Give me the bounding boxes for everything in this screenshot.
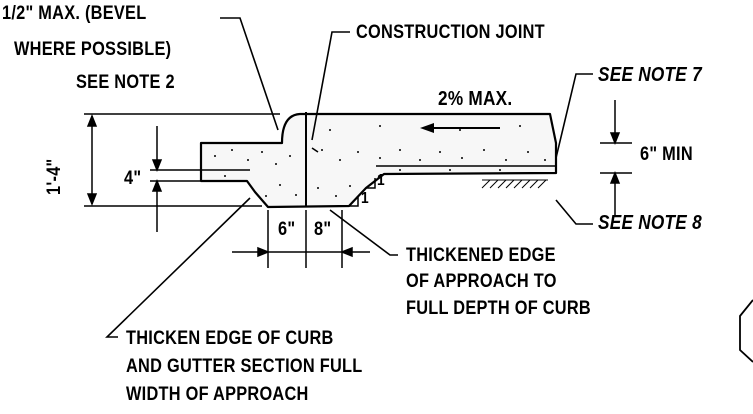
dim-total-height — [84, 113, 280, 207]
thickened-edge-line3: FULL DEPTH OF CURB — [406, 298, 591, 319]
see-note-7-label: SEE NOTE 7 — [598, 64, 702, 86]
thickened-edge-line1: THICKENED EDGE — [406, 245, 556, 266]
thicken-curb-line2: AND GUTTER SECTION FULL — [126, 356, 363, 377]
thicken-curb-line1: THICKEN EDGE OF CURB — [126, 328, 334, 349]
dim-width-left-label: 6" — [278, 219, 296, 240]
subgrade-hatch — [481, 179, 548, 189]
bevel-note-line3: SEE NOTE 2 — [76, 72, 175, 93]
thicken-curb-line3: WIDTH OF APPROACH — [126, 384, 309, 405]
slope-label: 2% MAX. — [438, 88, 513, 110]
dim-width-right-label: 8" — [314, 219, 332, 240]
bevel-note-line2: WHERE POSSIBLE) — [14, 39, 172, 60]
leader-lines — [105, 17, 593, 338]
dim-total-height-label: 1'-4" — [44, 158, 65, 195]
dim-min-depth-label: 6" MIN — [640, 144, 693, 165]
slope-ratio-marks — [349, 178, 376, 207]
construction-joint-label: CONSTRUCTION JOINT — [356, 22, 545, 43]
dim-curb-height-label: 4" — [124, 168, 142, 189]
slope-ratio-b-label: 1 — [361, 190, 369, 207]
see-note-8-label: SEE NOTE 8 — [598, 212, 702, 234]
dim-curb-height — [150, 126, 200, 232]
bevel-note-line1: 1/2" MAX. (BEVEL — [2, 3, 147, 24]
slab-outline — [199, 112, 558, 209]
concrete-stipple — [214, 125, 546, 197]
dim-min-depth — [600, 100, 632, 216]
slope-ratio-a-label: 1 — [377, 172, 385, 189]
dim-widths — [232, 210, 370, 268]
thickened-edge-line2: OF APPROACH TO — [406, 271, 557, 292]
slope-arrow — [420, 123, 500, 133]
detail-marker-shape — [739, 299, 753, 363]
